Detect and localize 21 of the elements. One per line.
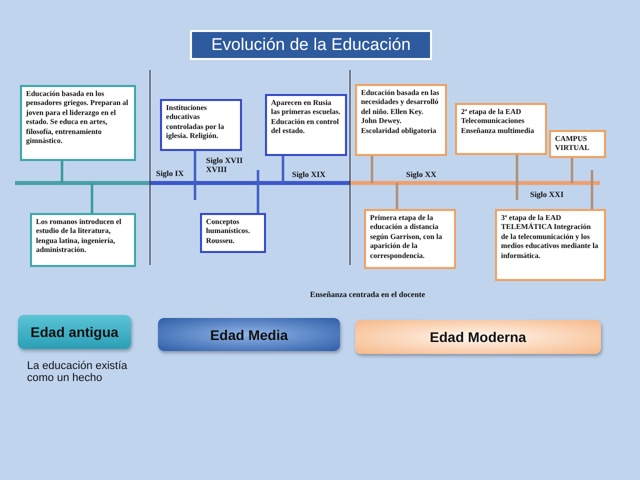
connector-line <box>370 156 374 183</box>
connector-line <box>60 161 64 183</box>
century-label: Siglo XXI <box>530 190 564 199</box>
connector-line <box>570 158 574 183</box>
section-caption: Enseñanza centrada en el docente <box>310 290 426 299</box>
connector-line <box>590 183 594 209</box>
connector-line <box>194 151 196 183</box>
connector-line <box>90 183 94 213</box>
era-button: Edad antigua <box>18 315 131 349</box>
century-label: Siglo XX <box>406 170 436 179</box>
century-label: Siglo IX <box>156 169 184 178</box>
connector-line <box>256 183 260 213</box>
connector-line <box>396 183 398 209</box>
century-label: Siglo XIX <box>292 170 326 179</box>
connector-line <box>282 156 284 183</box>
note-text: La educación existía como un hecho <box>27 360 128 384</box>
century-label: Siglo XVII XVIII <box>206 157 244 175</box>
connector-line <box>516 155 518 183</box>
title: Evolución de la Educación <box>190 30 432 60</box>
era-button: Edad Moderna <box>355 320 601 354</box>
era-button: Edad Media <box>158 318 340 351</box>
